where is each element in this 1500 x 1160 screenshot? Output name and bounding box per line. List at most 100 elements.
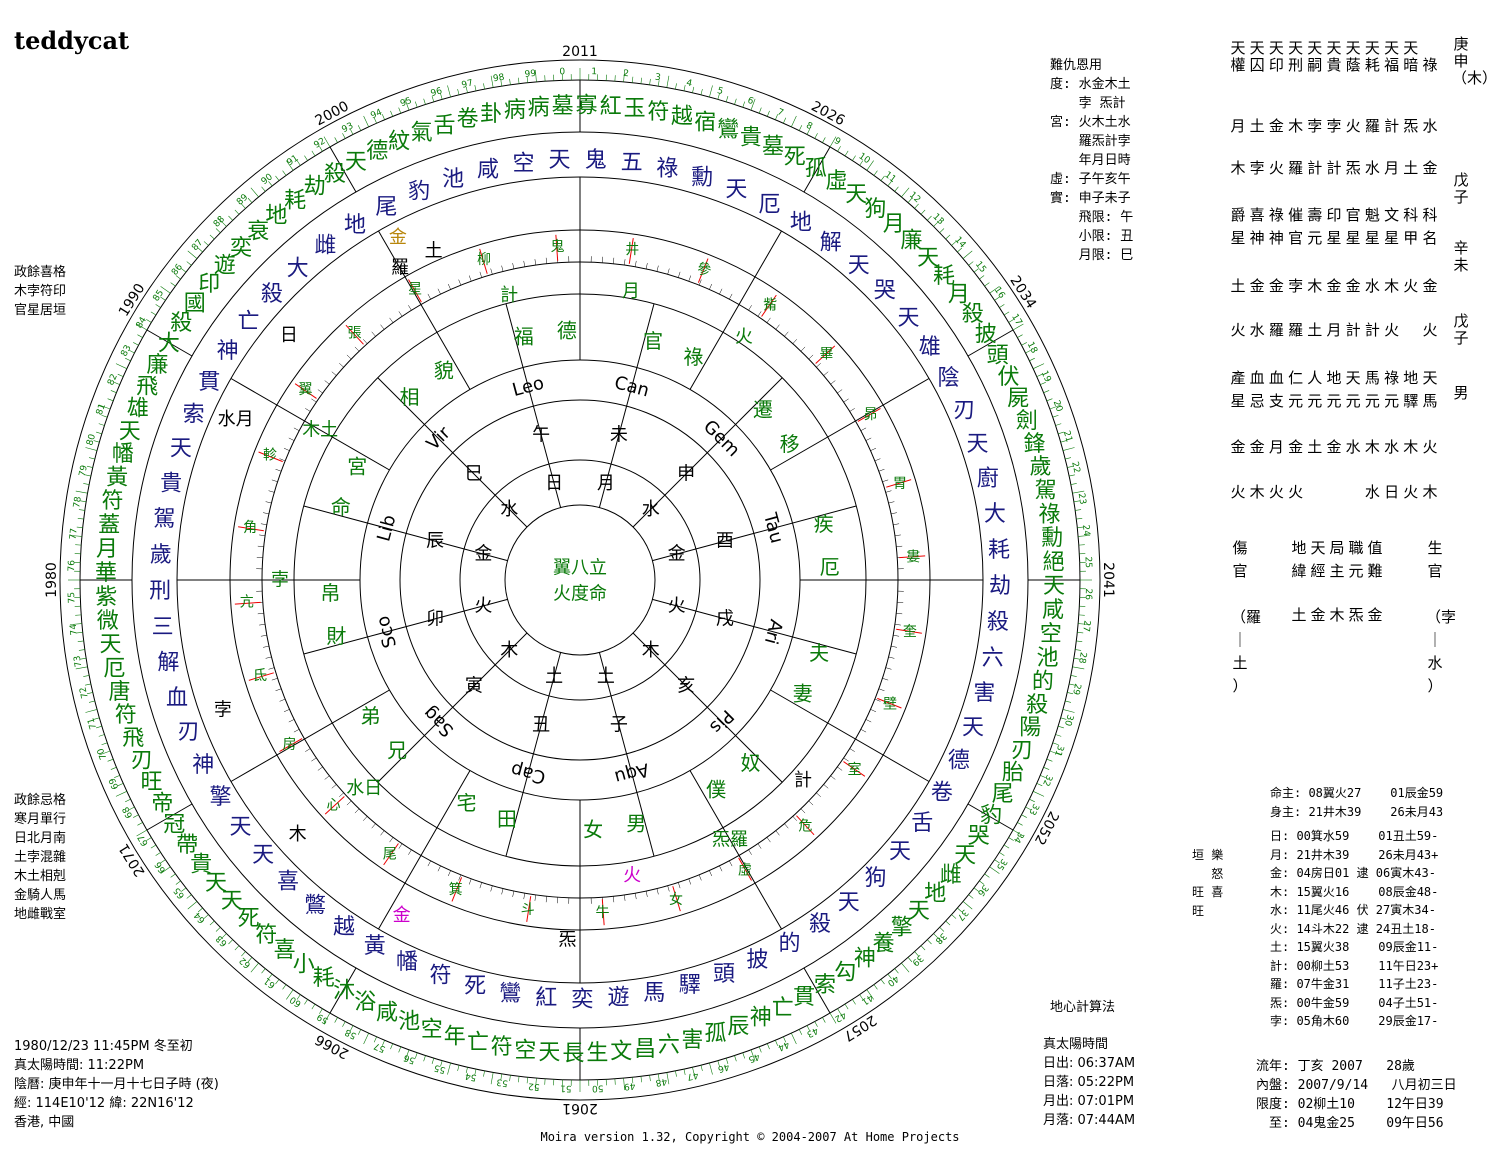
house-divider (329, 967, 357, 1014)
degree-tick (501, 265, 504, 272)
gods-cell: 水 (1345, 438, 1361, 456)
degree-tick (844, 150, 849, 157)
star-label: 劍 (1016, 409, 1038, 434)
degree-tick (371, 823, 376, 829)
degree-tick (398, 843, 403, 849)
gods-cell: 耗 (1364, 56, 1380, 74)
degree-tick (76, 526, 83, 529)
sign-divider (626, 303, 655, 407)
degree-tick (775, 1040, 778, 1046)
degree-tick (870, 447, 877, 451)
star-label: 天 (967, 432, 989, 457)
star-label: 病 (504, 98, 526, 123)
degree-tick (241, 951, 246, 957)
degree-tick (518, 1076, 520, 1083)
star-label: 鬼 (585, 148, 607, 173)
degree-tick (197, 247, 203, 253)
mansion-label: 井 (625, 242, 639, 258)
gods-cell: 炁 (1345, 159, 1361, 177)
mansion-boundary (796, 815, 815, 836)
star-label: 貴 (190, 852, 212, 877)
degree-tick (798, 1029, 803, 1035)
wheel-ring (459, 459, 701, 701)
degree-tick (417, 855, 422, 861)
degree-tick (518, 77, 520, 84)
star-label: 蓋 (98, 513, 120, 538)
degree-tick (357, 1029, 362, 1035)
branch-element: 土 (597, 666, 615, 687)
degree-tick (979, 880, 985, 885)
star-label: 飛 (136, 374, 158, 399)
gods-cell: 木 (1249, 483, 1265, 501)
dignity-marks: 垣 樂 怒旺 喜旺 (1192, 846, 1223, 920)
age-number: 1 (591, 67, 597, 77)
gods-cell: 火 (1230, 321, 1246, 339)
degree-tick (657, 80, 660, 87)
gods-cell: 星 (1326, 229, 1342, 247)
mansion-label: 壁 (883, 696, 897, 712)
age-number: 81 (95, 403, 108, 417)
age-number: 93 (340, 121, 355, 135)
degree-tick (175, 880, 181, 885)
star-label: 屍 (1007, 387, 1029, 412)
degree-tick (692, 1067, 695, 1074)
star-label: 墓 (552, 94, 574, 119)
mansion-boundary (697, 258, 709, 283)
sign-label: Cap (509, 759, 548, 788)
note-line: 小限: 丑 (1050, 229, 1134, 244)
star-label: 害 (973, 681, 995, 706)
degree-tick (1040, 382, 1046, 385)
degree-tick (738, 299, 743, 305)
star-label: 符 (255, 923, 277, 948)
pillar: 戊子 (1453, 312, 1469, 347)
gods-cell: 元 (1364, 392, 1380, 410)
gods-cell: 嗣 (1307, 56, 1323, 74)
sign-divider (505, 753, 534, 857)
degree-tick (458, 874, 462, 881)
degree-tick (447, 1062, 451, 1075)
degree-tick (427, 293, 431, 300)
degree-tick (474, 1069, 477, 1076)
degree-tick (748, 849, 752, 855)
degree-tick (757, 311, 762, 317)
birth-line: 陰曆: 庚申年十一月十七日子時 (夜) (14, 1077, 219, 1092)
degree-tick (866, 989, 874, 1000)
age-number: 0 (559, 67, 565, 77)
age-number: 43 (805, 1025, 820, 1039)
star-label: 地 (790, 210, 812, 235)
degree-tick (1052, 742, 1059, 746)
degree-tick (719, 288, 723, 295)
degree-tick (247, 957, 253, 963)
degree-tick (75, 666, 88, 670)
degree-tick (187, 250, 198, 259)
gods-cell: 忌 (1249, 392, 1265, 410)
sign-label: Aqu (612, 759, 651, 788)
gods-cell: 水 (1249, 321, 1265, 339)
degree-tick (447, 283, 451, 290)
age-number: 34 (1011, 830, 1026, 845)
age-number: 19 (1039, 369, 1053, 384)
right-top-notes: 難仇恩用度: 水金木土 孛 炁計宮: 火木土水 羅炁計孛 年月日時虛: 子午亥午… (1050, 56, 1133, 265)
sign-divider (753, 505, 857, 534)
gods-cell: 火 (1268, 159, 1284, 177)
mansion-label: 畢 (820, 347, 834, 363)
age-number: 80 (85, 433, 98, 447)
branch-label: 戌 (716, 608, 734, 629)
wheel-ring (59, 59, 1101, 1101)
star-label: 卷 (457, 107, 479, 132)
degree-tick (331, 784, 337, 789)
mansion-boundary (324, 796, 345, 815)
degree-tick (101, 742, 108, 746)
star-label: 天 (538, 1041, 560, 1066)
degree-tick (490, 268, 493, 275)
star-label: 衰 (247, 219, 269, 244)
star-label: 刃 (131, 748, 153, 773)
degree-tick (683, 1069, 686, 1076)
degree-tick (535, 69, 537, 82)
degree-tick (311, 1003, 316, 1010)
star-label: 玉 (624, 97, 646, 122)
gods-cell: 刑 (1288, 56, 1304, 74)
degree-tick (107, 398, 114, 402)
degree-tick (957, 907, 963, 913)
